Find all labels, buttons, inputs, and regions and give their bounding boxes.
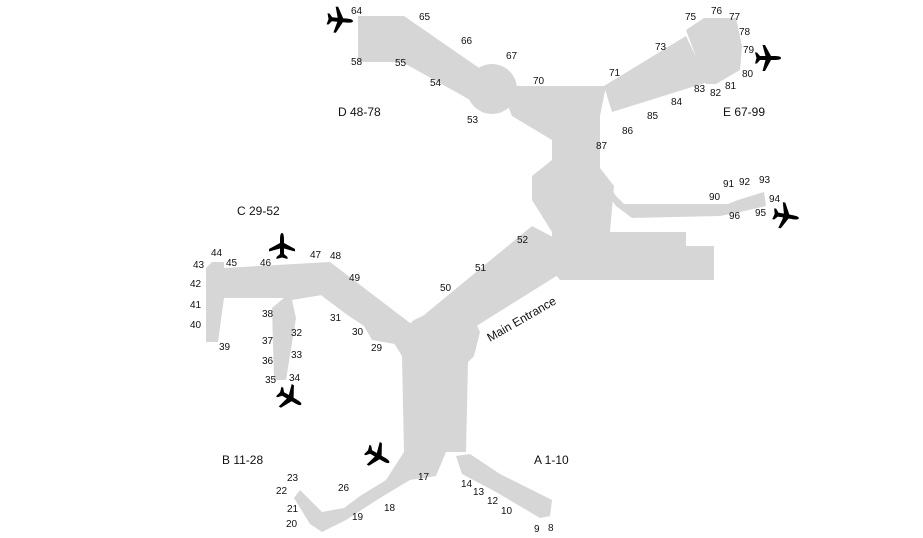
concourse-a-building bbox=[456, 454, 552, 518]
airplane-icon bbox=[360, 438, 396, 474]
central-spine bbox=[532, 110, 614, 232]
gate-label: 95 bbox=[755, 208, 767, 219]
concourse-e-head bbox=[686, 18, 742, 84]
de-connector bbox=[500, 86, 606, 140]
gate-label: 64 bbox=[351, 6, 363, 17]
concourse-c-connector bbox=[306, 262, 414, 346]
gate-label: 96 bbox=[729, 211, 741, 222]
gate-label: 53 bbox=[467, 115, 479, 126]
gate-label: 70 bbox=[533, 76, 545, 87]
gate-label: 58 bbox=[351, 57, 363, 68]
gate-label: 10 bbox=[501, 506, 513, 517]
airplane-icon bbox=[325, 5, 355, 35]
airplane-icon bbox=[770, 200, 802, 232]
gate-label: 71 bbox=[609, 68, 621, 79]
gate-label: 32 bbox=[291, 328, 303, 339]
gate-labels: 8 9 10 12 13 14 17 18 19 20 21 22 23 26 … bbox=[190, 6, 781, 535]
airplane-icon bbox=[755, 45, 781, 71]
gate-label: 85 bbox=[647, 111, 659, 122]
concourse-e-building bbox=[604, 36, 708, 112]
concourse-a-label: A 1-10 bbox=[534, 453, 569, 467]
gate-label: 19 bbox=[352, 512, 364, 523]
gate-label: 50 bbox=[440, 283, 452, 294]
gate-label: 82 bbox=[710, 88, 722, 99]
gate-label: 41 bbox=[190, 300, 202, 311]
gate-label: 42 bbox=[190, 279, 202, 290]
gate-label: 34 bbox=[289, 373, 301, 384]
gates-90-spur bbox=[594, 166, 766, 218]
gate-label: 79 bbox=[743, 45, 755, 56]
gate-label: 12 bbox=[487, 496, 499, 507]
gate-label: 22 bbox=[276, 486, 288, 497]
gate-label: 29 bbox=[371, 343, 383, 354]
airplane-icon bbox=[269, 233, 295, 259]
gate-label: 84 bbox=[671, 97, 683, 108]
gate-label: 17 bbox=[418, 472, 430, 483]
gate-label: 35 bbox=[265, 375, 277, 386]
gate-label: 90 bbox=[709, 192, 721, 203]
gate-label: 66 bbox=[461, 36, 473, 47]
gate-label: 83 bbox=[694, 84, 706, 95]
gate-label: 93 bbox=[759, 175, 771, 186]
gate-label: 47 bbox=[310, 250, 322, 261]
gate-label: 55 bbox=[395, 58, 407, 69]
gate-label: 81 bbox=[725, 81, 737, 92]
gate-label: 92 bbox=[739, 177, 751, 188]
gate-label: 13 bbox=[473, 487, 485, 498]
main-entrance-hub bbox=[392, 302, 480, 452]
gate-label: 51 bbox=[475, 263, 487, 274]
terminal-buildings bbox=[206, 16, 766, 532]
gate-label: 36 bbox=[262, 356, 274, 367]
airplane-icon bbox=[272, 380, 308, 416]
gate-label: 46 bbox=[260, 258, 272, 269]
gate-label: 23 bbox=[287, 473, 299, 484]
gate-label: 86 bbox=[622, 126, 634, 137]
gate-label: 18 bbox=[384, 503, 396, 514]
gate-label: 45 bbox=[226, 258, 238, 269]
gate-label: 33 bbox=[291, 350, 303, 361]
gate-label: 21 bbox=[287, 504, 299, 515]
gate-label: 54 bbox=[430, 78, 442, 89]
gate-label: 14 bbox=[461, 479, 473, 490]
gate-label: 77 bbox=[729, 12, 741, 23]
concourse-d-label: D 48-78 bbox=[338, 105, 381, 119]
gate-label: 37 bbox=[262, 336, 274, 347]
gate-label: 67 bbox=[506, 51, 518, 62]
concourse-d-building bbox=[358, 16, 488, 100]
gate-label: 75 bbox=[685, 12, 697, 23]
gate-label: 78 bbox=[739, 27, 751, 38]
gate-label: 44 bbox=[211, 248, 223, 259]
concourse-e-label: E 67-99 bbox=[723, 105, 765, 119]
gate-label: 80 bbox=[742, 69, 754, 80]
gate-label: 38 bbox=[262, 309, 274, 320]
gate-label: 73 bbox=[655, 42, 667, 53]
concourse-c-label: C 29-52 bbox=[237, 204, 280, 218]
gate-label: 43 bbox=[193, 260, 205, 271]
gate-label: 26 bbox=[338, 483, 350, 494]
east-block bbox=[552, 232, 714, 280]
gate-label: 94 bbox=[769, 194, 781, 205]
gate-label: 20 bbox=[286, 519, 298, 530]
concourse-b-label: B 11-28 bbox=[222, 453, 263, 467]
concourse-c-building bbox=[206, 262, 330, 380]
concourse-d-hub bbox=[467, 64, 517, 114]
gate-label: 91 bbox=[723, 179, 735, 190]
concourse-b-building bbox=[294, 452, 446, 532]
gate-label: 87 bbox=[596, 141, 608, 152]
gate-label: 52 bbox=[517, 235, 529, 246]
gate-label: 48 bbox=[330, 251, 342, 262]
gate-label: 76 bbox=[711, 6, 723, 17]
gate-label: 8 bbox=[548, 523, 554, 534]
gate-label: 31 bbox=[330, 313, 342, 324]
gate-label: 40 bbox=[190, 320, 202, 331]
gate-label: 39 bbox=[219, 342, 231, 353]
gate-label: 49 bbox=[349, 273, 361, 284]
gate-label: 65 bbox=[419, 12, 431, 23]
gate-label: 9 bbox=[534, 524, 540, 535]
gate-label: 30 bbox=[352, 327, 364, 338]
